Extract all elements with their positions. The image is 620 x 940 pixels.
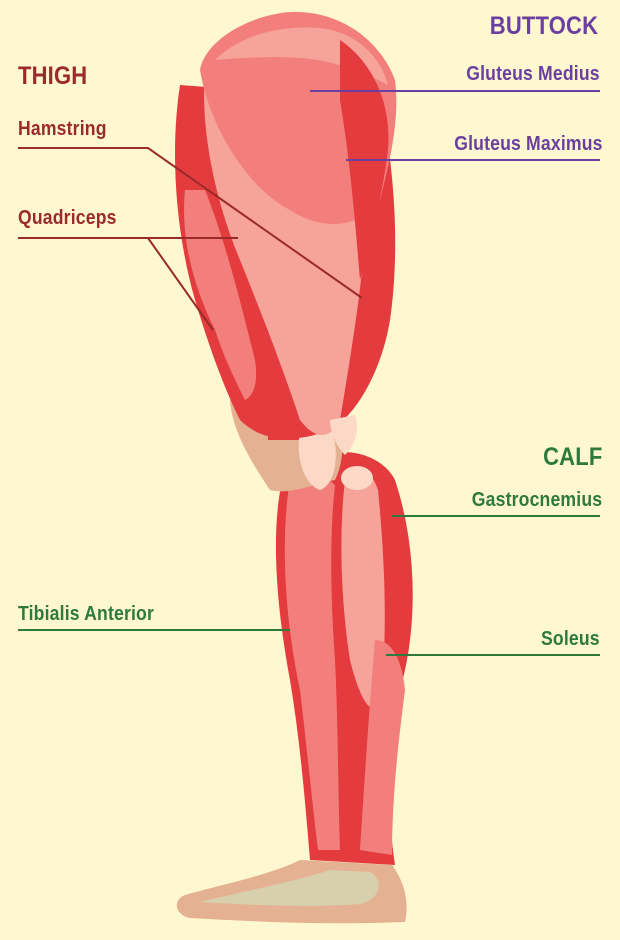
quadriceps-leader (18, 238, 213, 330)
thigh-heading: THIGH (18, 62, 87, 91)
tibialis-anterior-label: Tibialis Anterior (18, 603, 154, 626)
buttock-heading: BUTTOCK (490, 12, 598, 41)
gluteus-medius-label: Gluteus Medius (466, 63, 600, 86)
gluteus-maximus-label: Gluteus Maximus (455, 133, 603, 156)
quadriceps-label: Quadriceps (18, 207, 117, 230)
calf-heading: CALF (543, 443, 602, 472)
soleus-label: Soleus (541, 628, 600, 651)
hamstring-label: Hamstring (18, 118, 107, 141)
gastrocnemius-label: Gastrocnemius (472, 489, 602, 512)
